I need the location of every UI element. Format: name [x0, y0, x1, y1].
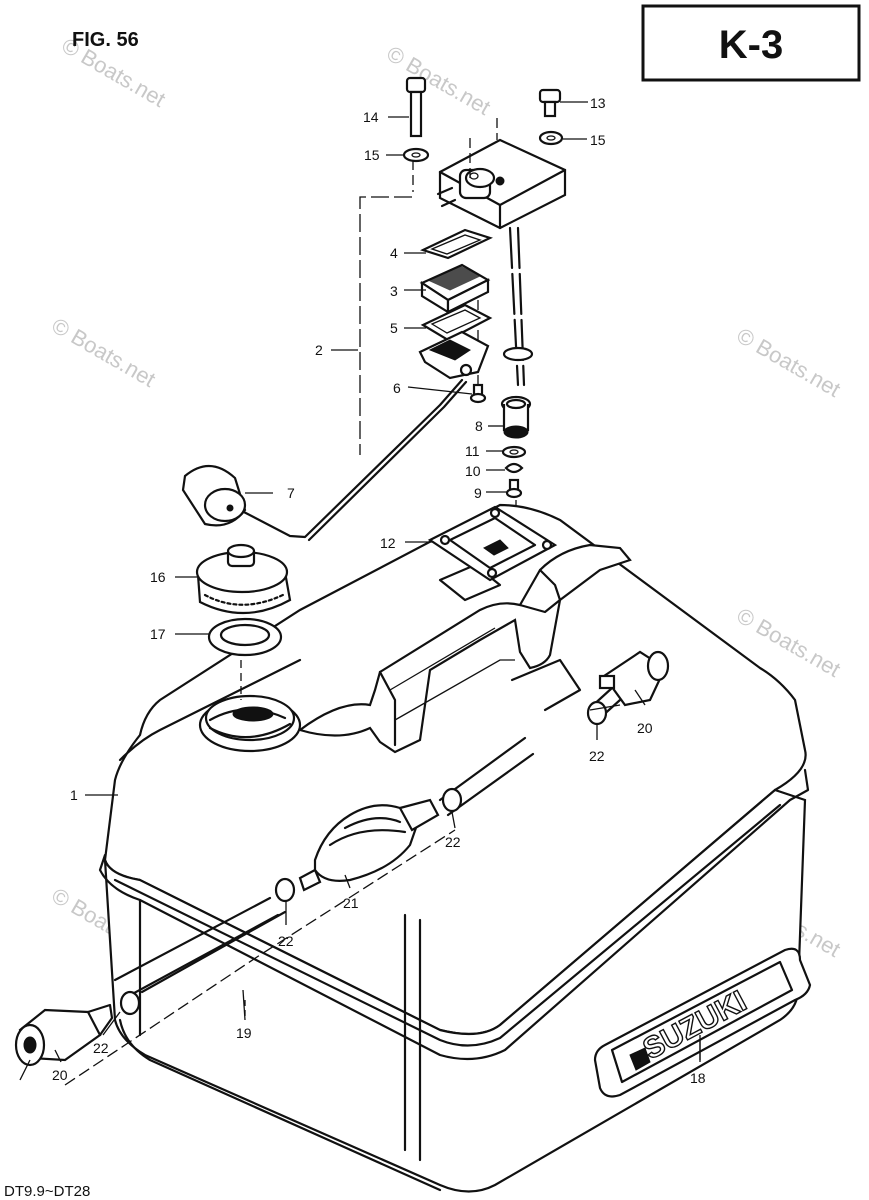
washer-15-left: [402, 147, 430, 163]
connector-20-bottom: [14, 1003, 114, 1067]
grommet-8: [500, 395, 532, 439]
fuel-cap-16: [195, 543, 292, 615]
callout-14: 14: [363, 109, 379, 125]
callout-leaders: [54, 101, 701, 1063]
screw-9: [505, 478, 523, 499]
suzuki-decal-18: SUZUKI: [593, 947, 812, 1098]
callout-15-right: 15: [590, 132, 606, 148]
watermark-3: © Boats.net: [733, 323, 845, 402]
fill-port: [198, 694, 302, 753]
gasket-4: [420, 228, 493, 260]
float-7: [181, 464, 247, 527]
gasket-12: [427, 505, 558, 582]
screw-6: [469, 383, 487, 404]
washer-15-right: [538, 130, 564, 146]
callout-19: 19: [236, 1025, 252, 1041]
watermark-1: © Boats.net: [383, 41, 495, 120]
clamps-22: [119, 700, 608, 1016]
float-arm: [238, 378, 464, 539]
gauge-body: [436, 138, 567, 230]
callout-17: 17: [150, 626, 166, 642]
tank-body: [103, 788, 807, 1193]
callout-labels: 14 13 15 15 4 3 5 2 6 8 11 10 9 7 12 16 …: [52, 95, 706, 1086]
callout-11: 11: [465, 443, 480, 459]
callout-5: 5: [390, 320, 398, 336]
callout-22-middle: 22: [278, 933, 294, 949]
callout-8: 8: [475, 418, 483, 434]
cover-3: [419, 263, 491, 314]
callout-15-left: 15: [364, 147, 380, 163]
callout-1: 1: [70, 787, 78, 803]
fuel-gauge-assembly: [181, 76, 567, 542]
callout-16: 16: [150, 569, 166, 585]
callout-13: 13: [590, 95, 606, 111]
sender-rod: [502, 226, 534, 387]
callout-4: 4: [390, 245, 398, 261]
primer-bulb-21: [298, 798, 440, 892]
figure-label: FIG. 56: [72, 29, 139, 51]
callout-3: 3: [390, 283, 398, 299]
washer-10: [504, 462, 524, 474]
callout-20-bottom: 20: [52, 1067, 68, 1083]
callout-12: 12: [380, 535, 396, 551]
model-range: DT9.9~DT28: [4, 1183, 90, 1200]
callout-2: 2: [315, 342, 323, 358]
callout-22-right: 22: [589, 748, 605, 764]
callout-10: 10: [465, 463, 481, 479]
connector-20-top: [598, 650, 670, 707]
callout-22-lower: 22: [93, 1040, 109, 1056]
bolt-13: [538, 88, 562, 118]
washer-11: [501, 445, 527, 459]
bracket-2: [359, 196, 412, 455]
watermark-4: © Boats.net: [48, 313, 160, 392]
callout-18: 18: [690, 1070, 706, 1086]
callout-6: 6: [393, 380, 401, 396]
callout-7: 7: [287, 485, 295, 501]
bolt-14: [405, 76, 427, 138]
section-code: K-3: [719, 23, 783, 67]
cap-gasket-17: [207, 617, 283, 657]
fuel-tank-1: [98, 503, 810, 1193]
callout-21: 21: [343, 895, 359, 911]
callout-20-top: 20: [637, 720, 653, 736]
tank-handle: [297, 543, 632, 754]
callout-9: 9: [474, 485, 482, 501]
plate-6: [418, 330, 490, 380]
callout-22-upper: 22: [445, 834, 461, 850]
section-code-box: [641, 4, 861, 82]
